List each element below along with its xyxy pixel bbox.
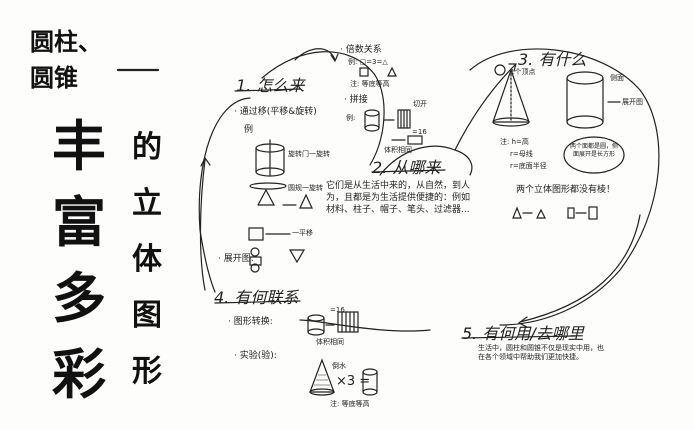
title-right-char-1: 的 [132, 130, 162, 165]
h4-underline [214, 300, 301, 304]
section-3-heading: 3. 有什么 [518, 50, 587, 69]
heart-top-left-curve [261, 51, 385, 166]
mid-equal-base: 注: 等底等高 [350, 80, 390, 88]
title-right-char-5: 形 [132, 354, 162, 389]
arrowhead-1 [330, 53, 339, 63]
s4-pour: 倒水 [332, 362, 346, 370]
s3-note: 注: h=高 [500, 138, 529, 146]
s1-lamp-rotate: 圆规一旋转 [288, 184, 323, 192]
s1-unfold: · 展开图: [218, 254, 254, 264]
s3-bubble: 两个面都是圆，侧面展开是长方形 [569, 143, 618, 158]
arrowhead-3 [508, 63, 517, 72]
cylinder-drawing [566, 71, 604, 85]
title-right-char-4: 图 [132, 298, 162, 333]
s3-edges: 两个立体图形都没有棱！ [516, 185, 616, 195]
s4-transform: · 图形转换: [228, 317, 273, 327]
title-right-char-2: 立 [132, 186, 162, 221]
arrow-4-back-1 [199, 159, 206, 291]
mid-splice-eg: 例: [346, 114, 356, 122]
s3-side: 侧面 [610, 74, 624, 82]
arrow-2-to-3 [454, 64, 516, 151]
heart-top-right-curve [469, 48, 660, 326]
cone-drawing [492, 68, 530, 123]
s1-example: 例 [244, 125, 254, 135]
h1-underline [234, 88, 301, 92]
heart-left-curve [198, 97, 251, 293]
s3-unfold: 展开图 [622, 98, 643, 106]
title-big-char-1: 丰 [52, 114, 106, 178]
arrow-1-to-mid [294, 48, 336, 61]
s4-same-volume: 体积相同 [316, 338, 344, 346]
title-big-char-4: 彩 [52, 342, 106, 406]
s2-text: 它们是从生活中来的，从自然，到人为，且都是为生活提供便捷的：例如材料、柱子、帽子… [326, 181, 471, 215]
s1-translate: 一平移 [292, 229, 313, 237]
mid-relation: · 倍数关系 [340, 45, 382, 55]
mid-splice: · 拼接 [344, 95, 368, 105]
s1-move: · 通过移(平移&旋转) [234, 107, 317, 117]
h5-underline [461, 335, 576, 339]
mid-diff: 体积相同 [384, 146, 412, 154]
section-5-heading: 5. 有何用/去哪里 [462, 324, 584, 343]
title-line-2: 圆锥 [30, 63, 78, 92]
s5-text: 生活中，圆柱和圆锥不仅是现实中用，也在各个领域中帮助我们更加快捷。 [478, 344, 604, 361]
h2-underline [371, 169, 446, 173]
title-big-char-3: 多 [52, 266, 106, 330]
section-2-heading: 2. 从哪来 [372, 158, 441, 177]
mid-cut: 切开 [413, 100, 427, 108]
arrowhead-5 [517, 316, 528, 328]
mid-n16: =16 [412, 128, 427, 136]
section-4-heading: 4. 有何联系 [214, 288, 299, 307]
mid-relation-eg: 例: ▢=3=△ [348, 58, 388, 66]
s3-vertex: 1个顶点 [510, 68, 536, 76]
title-right-char-3: 体 [132, 242, 162, 277]
s4-experiment: · 实验(验): [234, 351, 277, 361]
s3-base-r: r=底面半径 [510, 162, 547, 170]
section-1-heading: 1. 怎么来 [236, 76, 305, 95]
arrowhead-4 [200, 156, 211, 167]
s1-rotate-door: 旋转门一旋转 [288, 150, 330, 158]
s4-times3: ×3 = [336, 374, 371, 389]
arrow-3-to-5 [519, 214, 641, 323]
title-line-1: 圆柱、 [30, 27, 102, 56]
s4-note: 注: 等底等高 [330, 400, 370, 408]
s3-gen: r=母线 [510, 150, 533, 158]
title-big-char-2: 富 [52, 190, 106, 254]
s4-n16: =16 [330, 306, 345, 314]
